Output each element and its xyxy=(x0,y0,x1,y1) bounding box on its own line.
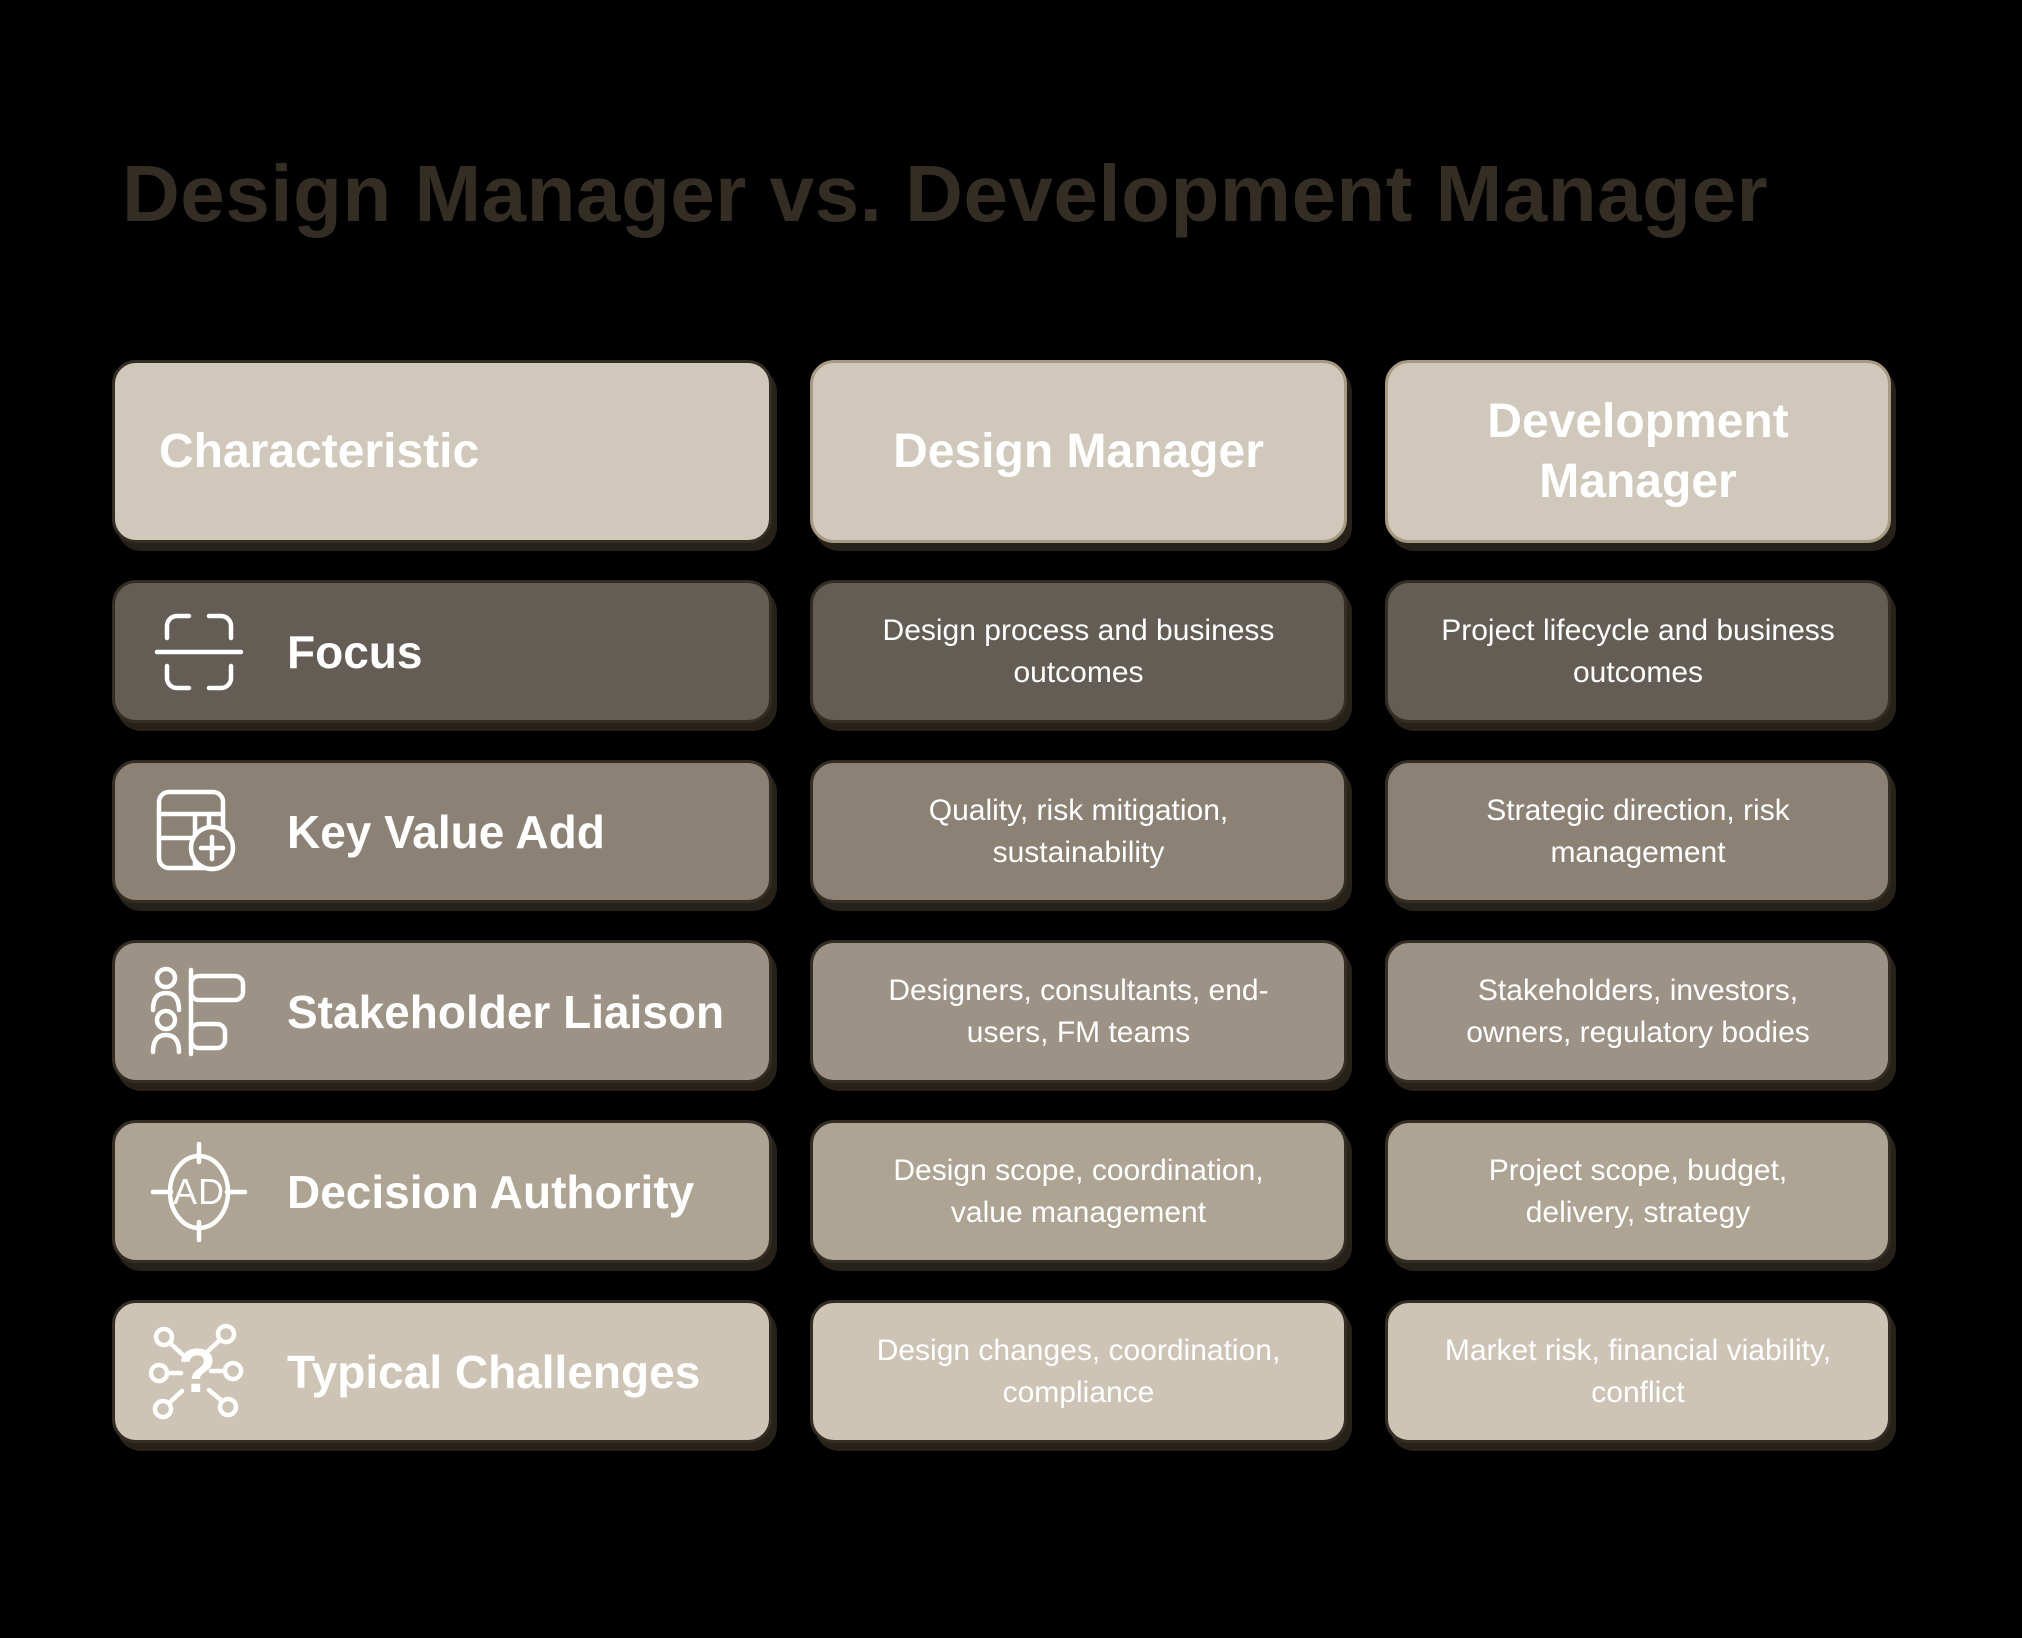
row-label-typical-challenges: ? Typical Challenges xyxy=(112,1300,772,1443)
cell-focus-development-manager: Project lifecycle and business outcomes xyxy=(1385,580,1891,723)
focus-frame-icon xyxy=(149,602,249,702)
target-ad-icon: AD xyxy=(149,1141,249,1242)
page-title: Design Manager vs. Development Manager xyxy=(122,149,1769,238)
row-label: Focus xyxy=(287,625,423,678)
cell-typical-challenges-design-manager: Design changes, coordination, compliance xyxy=(810,1300,1347,1443)
row-label-stakeholder-liaison: Stakeholder Liaison xyxy=(112,940,772,1083)
cell-decision-authority-development-manager: Project scope, budget, delivery, strateg… xyxy=(1385,1120,1891,1263)
svg-text:AD: AD xyxy=(173,1171,225,1212)
cell-typical-challenges-development-manager: Market risk, financial viability, confli… xyxy=(1385,1300,1891,1443)
cell-key-value-add-development-manager: Strategic direction, risk management xyxy=(1385,760,1891,903)
row-label: Decision Authority xyxy=(287,1165,695,1218)
people-hierarchy-icon xyxy=(149,962,249,1062)
column-header-label: Development Manager xyxy=(1487,394,1789,508)
row-label: Stakeholder Liaison xyxy=(287,985,725,1038)
row-label-focus: Focus xyxy=(112,580,772,723)
column-header-design-manager: Design Manager xyxy=(810,360,1347,543)
column-header-development-manager: Development Manager xyxy=(1385,360,1891,543)
row-label-key-value-add: Key Value Add xyxy=(112,760,772,903)
comparison-table: Characteristic Design Manager Developmen… xyxy=(112,360,1891,1443)
question-network-icon: ? xyxy=(149,1322,249,1422)
table-plus-icon xyxy=(149,782,249,882)
cell-decision-authority-design-manager: Design scope, coordination, value manage… xyxy=(810,1120,1347,1263)
svg-text:?: ? xyxy=(178,1337,216,1406)
row-label: Key Value Add xyxy=(287,805,605,858)
cell-focus-design-manager: Design process and business outcomes xyxy=(810,580,1347,723)
row-label: Typical Challenges xyxy=(287,1345,701,1398)
column-header-label: Characteristic xyxy=(159,424,480,478)
row-label-decision-authority: AD Decision Authority xyxy=(112,1120,772,1263)
cell-stakeholder-liaison-design-manager: Designers, consultants, end- users, FM t… xyxy=(810,940,1347,1083)
cell-key-value-add-design-manager: Quality, risk mitigation, sustainability xyxy=(810,760,1347,903)
column-header-characteristic: Characteristic xyxy=(112,360,772,543)
column-header-label: Design Manager xyxy=(893,424,1264,478)
cell-stakeholder-liaison-development-manager: Stakeholders, investors, owners, regulat… xyxy=(1385,940,1891,1083)
